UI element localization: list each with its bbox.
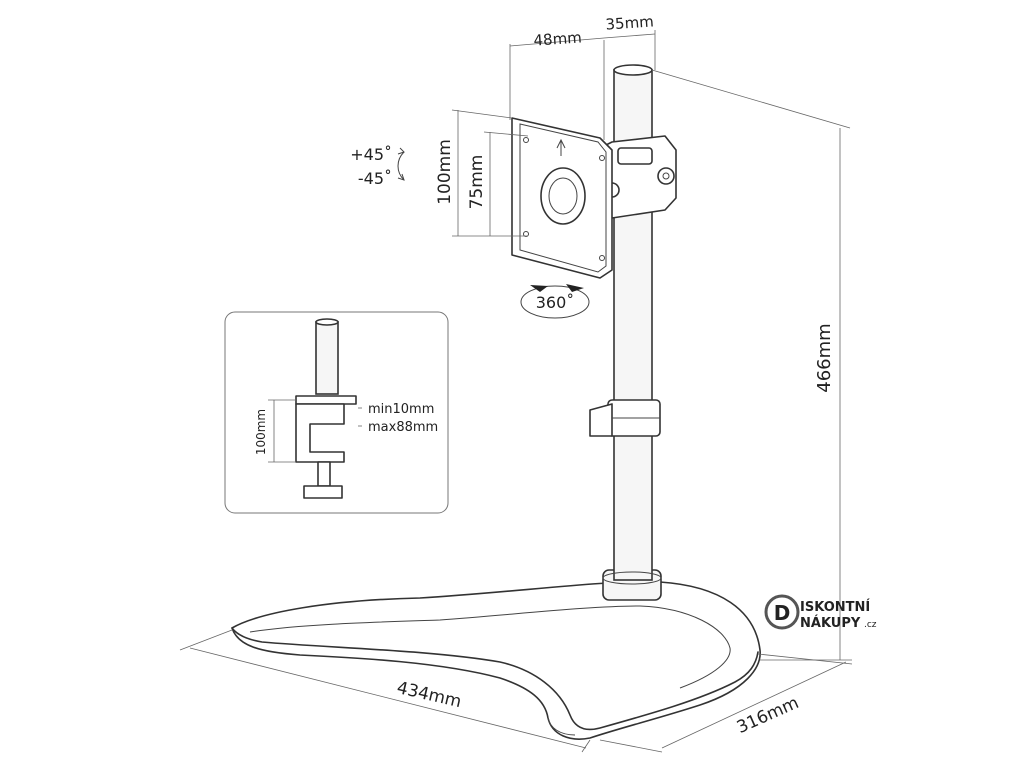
label-rotation: 360˚ [536, 293, 575, 312]
tilt-arrows [397, 147, 405, 181]
label-tilt-down: -45˚ [358, 169, 392, 188]
label-vesa-inner: 75mm [467, 155, 487, 210]
label-pole-diameter: 35mm [605, 12, 654, 33]
brand-logo: D ISKONTNÍ NÁKUPY .cz [764, 594, 877, 631]
label-clamp-height: 100mm [254, 409, 268, 455]
label-vesa-outer: 100mm [435, 139, 455, 205]
cable-clip [589, 399, 661, 437]
label-clamp-min: min10mm [368, 402, 434, 417]
label-base-width: 434mm [395, 678, 463, 712]
rotation-indicator [520, 284, 590, 319]
label-height: 466mm [814, 323, 835, 392]
brand-line1: ISKONTNÍ [800, 599, 870, 615]
brand-mark-letter: D [774, 601, 791, 625]
label-clamp-max: max88mm [368, 420, 438, 435]
label-base-depth: 316mm [734, 693, 802, 738]
brand-mark-icon [764, 594, 800, 630]
brand-suffix: .cz [864, 620, 877, 630]
brand-line2: NÁKUPY [800, 615, 861, 631]
stand-base [231, 580, 761, 740]
vesa-plate [511, 117, 613, 279]
label-arm-width: 48mm [533, 28, 582, 49]
label-tilt-up: +45˚ [350, 145, 392, 164]
dimension-lines [179, 30, 853, 753]
clamp-inset [224, 311, 449, 514]
